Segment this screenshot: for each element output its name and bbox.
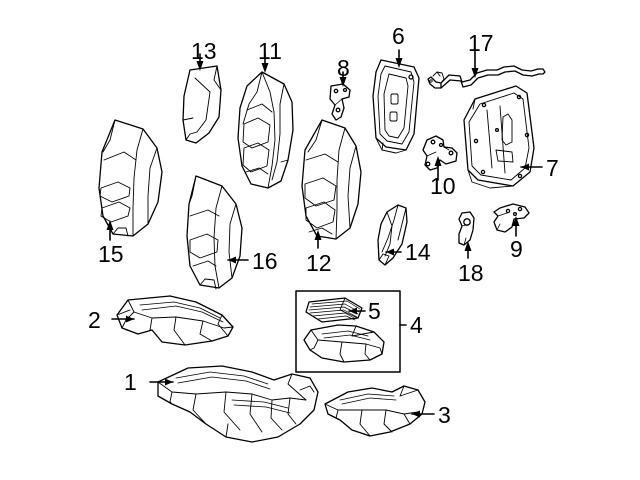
callout-label-10: 10 xyxy=(430,173,456,199)
part-16-shape xyxy=(186,175,243,290)
part-10-shape xyxy=(422,135,458,171)
part-15-shape xyxy=(98,119,163,237)
callout-label-6: 6 xyxy=(392,23,405,49)
part-12-shape xyxy=(301,119,362,240)
callout-label-4: 4 xyxy=(410,312,423,338)
callout-leaders xyxy=(106,47,543,418)
callout-label-3: 3 xyxy=(438,402,451,428)
callout-label-2: 2 xyxy=(88,307,101,333)
part-4-shape xyxy=(303,324,385,363)
part-1-shape xyxy=(157,365,319,443)
callout-label-14: 14 xyxy=(405,239,431,265)
part-7-shape xyxy=(463,85,535,189)
callout-label-5: 5 xyxy=(368,298,381,324)
callout-label-1: 1 xyxy=(124,369,137,395)
part-2-shape xyxy=(116,295,234,346)
callout-label-13: 13 xyxy=(191,38,217,64)
part-8-shape xyxy=(329,83,351,121)
part-13-shape xyxy=(182,65,222,144)
callout-label-7: 7 xyxy=(546,155,559,181)
part-14-shape xyxy=(377,204,408,266)
part-11-shape xyxy=(237,71,294,189)
callout-label-18: 18 xyxy=(458,260,484,286)
part-17-shape xyxy=(427,65,546,89)
callout-label-16: 16 xyxy=(252,248,278,274)
callout-label-15: 15 xyxy=(98,241,124,267)
part-18-shape xyxy=(458,211,475,246)
part-9-shape xyxy=(493,203,530,233)
part-4-inset-box xyxy=(295,290,401,373)
part-6-shape xyxy=(372,59,420,154)
callout-label-11: 11 xyxy=(258,38,282,64)
callout-label-9: 9 xyxy=(510,236,523,262)
callout-label-8: 8 xyxy=(337,55,350,81)
callout-label-12: 12 xyxy=(306,250,332,276)
part-3-shape xyxy=(324,385,426,437)
callout-label-17: 17 xyxy=(468,30,494,56)
